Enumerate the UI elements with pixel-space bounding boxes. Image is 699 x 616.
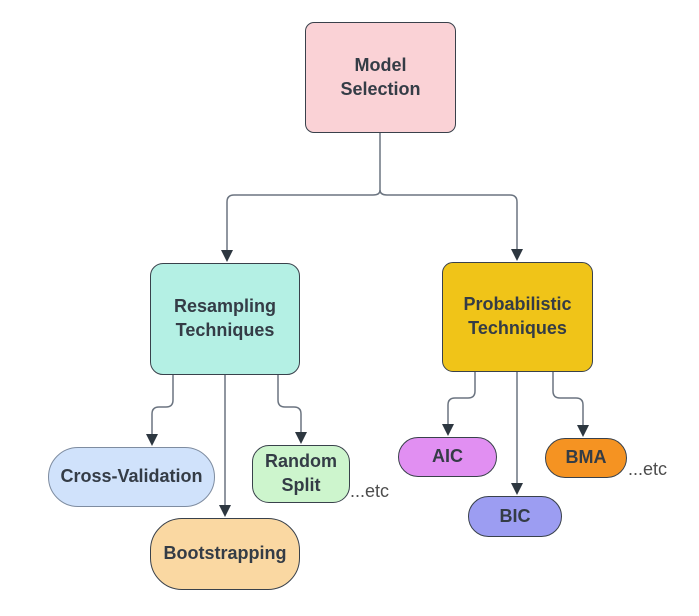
node-probabilistic-techniques: Probabilistic Techniques — [442, 262, 593, 372]
node-label: Model Selection — [340, 54, 421, 99]
node-label: Probabilistic Techniques — [463, 294, 572, 338]
node-label: AIC — [432, 446, 463, 467]
node-resampling-techniques: Resampling Techniques — [150, 263, 300, 375]
node-model-selection: Model Selection — [305, 22, 456, 133]
etc-label-resampling: ...etc — [350, 481, 390, 501]
node-label: BMA — [565, 447, 607, 468]
node-random-split: Random Split — [252, 445, 350, 503]
node-label: Cross-Validation — [60, 466, 203, 487]
connector-resampling-to-random-split — [277, 375, 307, 444]
connector-resampling-to-cross-validation — [146, 375, 174, 446]
node-bic: BIC — [468, 496, 562, 537]
connector-root-to-resampling — [221, 189, 381, 262]
node-label: BIC — [499, 505, 531, 526]
node-bootstrapping: Bootstrapping — [150, 518, 300, 590]
node-label: Bootstrapping — [163, 543, 287, 564]
etc-label-probabilistic: ...etc — [628, 459, 668, 479]
connector-root-to-probabilistic — [379, 189, 523, 261]
node-aic: AIC — [398, 437, 497, 477]
connector-probabilistic-to-aic — [442, 372, 476, 436]
node-bma: BMA — [545, 438, 627, 478]
node-label: Resampling Techniques — [173, 296, 277, 340]
node-label: Random Split — [265, 451, 337, 495]
connector-probabilistic-to-bma — [552, 372, 589, 437]
node-cross-validation: Cross-Validation — [48, 447, 215, 507]
